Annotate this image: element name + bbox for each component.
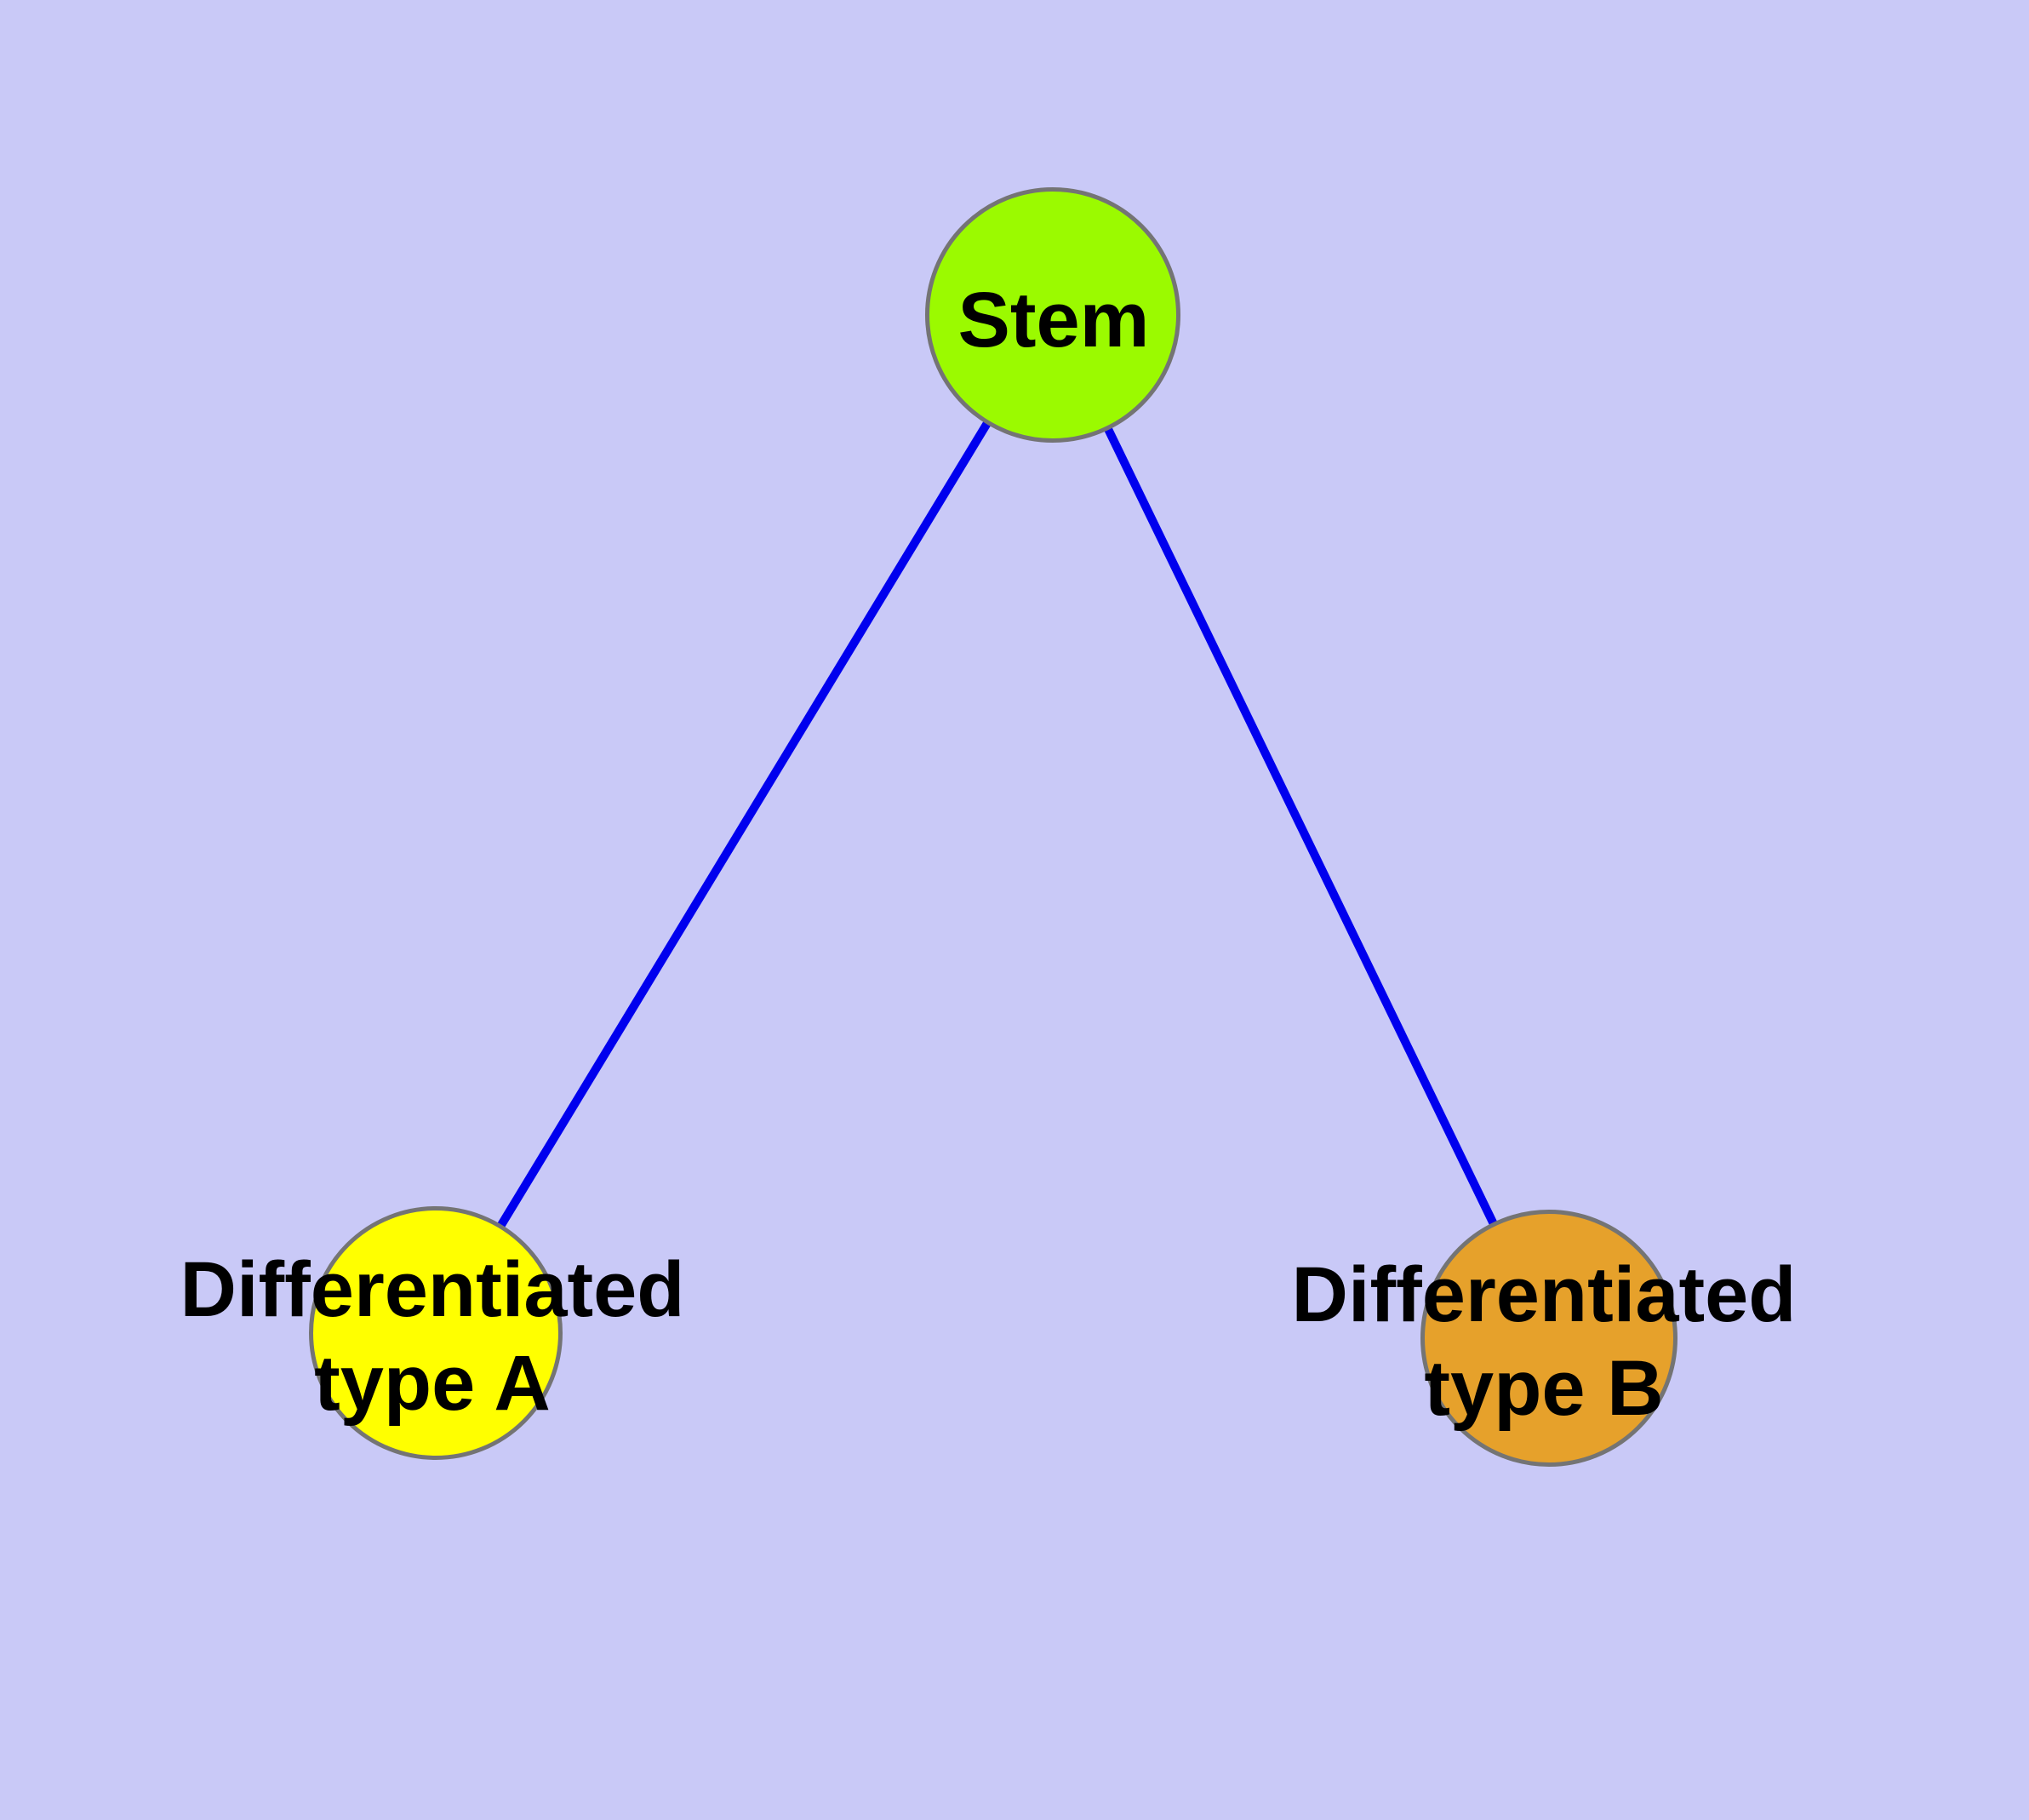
label-line: Differentiated: [180, 1246, 685, 1333]
node-stem-label: Stem: [958, 273, 1150, 367]
node-differentiated-type-b: [1420, 1210, 1677, 1467]
node-differentiated-type-a-label: Differentiated type A: [180, 1243, 685, 1430]
node-stem: [925, 187, 1180, 443]
edge-stem-to-type-b: [1049, 312, 1553, 1341]
label-line: type A: [314, 1340, 551, 1427]
node-differentiated-type-b-label: Differentiated type B: [1292, 1248, 1797, 1435]
node-differentiated-type-a: [309, 1206, 563, 1460]
label-line: type B: [1424, 1345, 1664, 1432]
label-line: Differentiated: [1291, 1251, 1797, 1338]
edge-stem-to-type-a: [432, 312, 1057, 1336]
label-line: Stem: [957, 277, 1150, 363]
